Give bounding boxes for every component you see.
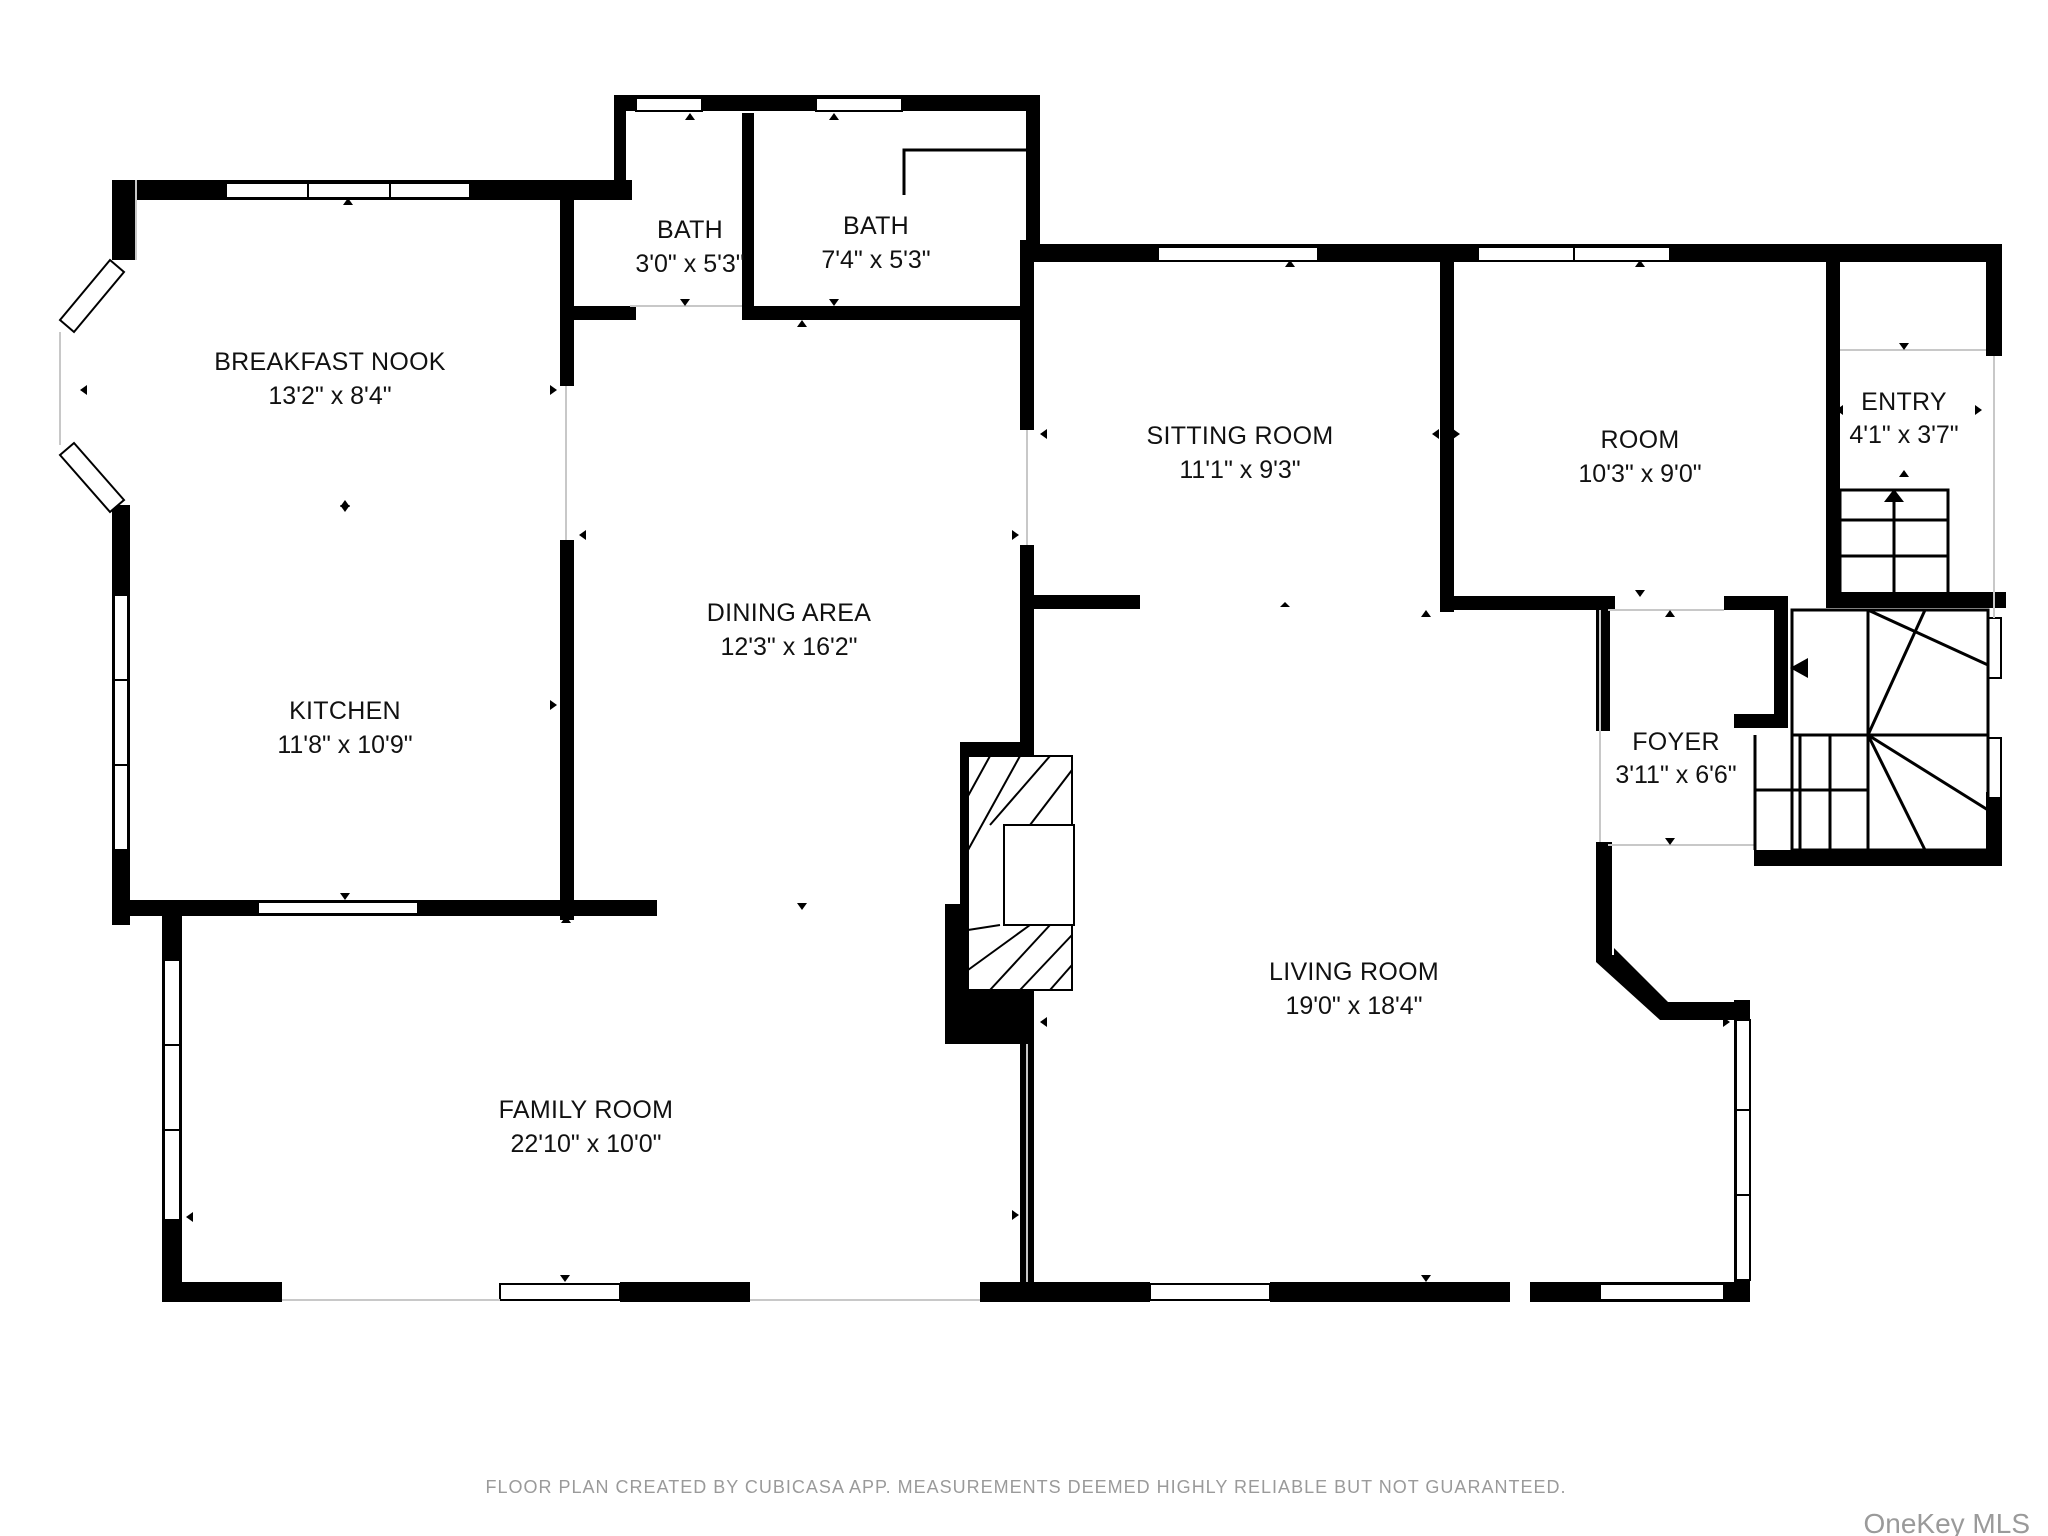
room-dims-room: 10'3" x 9'0"	[1578, 460, 1701, 488]
room-name-foyer: FOYER	[1632, 728, 1720, 756]
brand-watermark: OneKey MLS	[1863, 1508, 2030, 1536]
door-markers	[80, 113, 1982, 1282]
room-name-dining-area: DINING AREA	[707, 599, 871, 627]
room-name-bath-1: BATH	[657, 216, 723, 244]
room-name-family-room: FAMILY ROOM	[499, 1096, 674, 1124]
room-name-breakfast-nook: BREAKFAST NOOK	[214, 348, 446, 376]
room-dims-sitting-room: 11'1" x 9'3"	[1179, 456, 1300, 484]
room-dims-family-room: 22'10" x 10'0"	[510, 1130, 661, 1158]
stairs	[1753, 488, 1990, 852]
room-dims-bath-2: 7'4" x 5'3"	[821, 246, 930, 274]
room-dims-entry: 4'1" x 3'7"	[1849, 421, 1958, 449]
room-name-kitchen: KITCHEN	[289, 697, 401, 725]
thin-lines	[282, 148, 1995, 1301]
room-name-room: ROOM	[1601, 426, 1680, 454]
room-dims-breakfast-nook: 13'2" x 8'4"	[268, 382, 391, 410]
room-dims-bath-1: 3'0" x 5'3"	[635, 250, 744, 278]
room-dims-kitchen: 11'8" x 10'9"	[277, 731, 412, 759]
room-name-sitting-room: SITTING ROOM	[1147, 422, 1334, 450]
room-name-living-room: LIVING ROOM	[1269, 958, 1439, 986]
room-labels: BATH 3'0" x 5'3" BATH 7'4" x 5'3" BREAKF…	[214, 212, 1958, 1158]
windows	[58, 97, 2002, 1301]
room-dims-dining-area: 12'3" x 16'2"	[720, 633, 857, 661]
fireplace	[967, 755, 1075, 991]
room-name-bath-2: BATH	[843, 212, 909, 240]
room-name-entry: ENTRY	[1861, 388, 1947, 416]
room-dims-living-room: 19'0" x 18'4"	[1285, 992, 1422, 1020]
room-dims-foyer: 3'11" x 6'6"	[1615, 761, 1736, 789]
footer-disclaimer: FLOOR PLAN CREATED BY CUBICASA APP. MEAS…	[486, 1477, 1567, 1497]
